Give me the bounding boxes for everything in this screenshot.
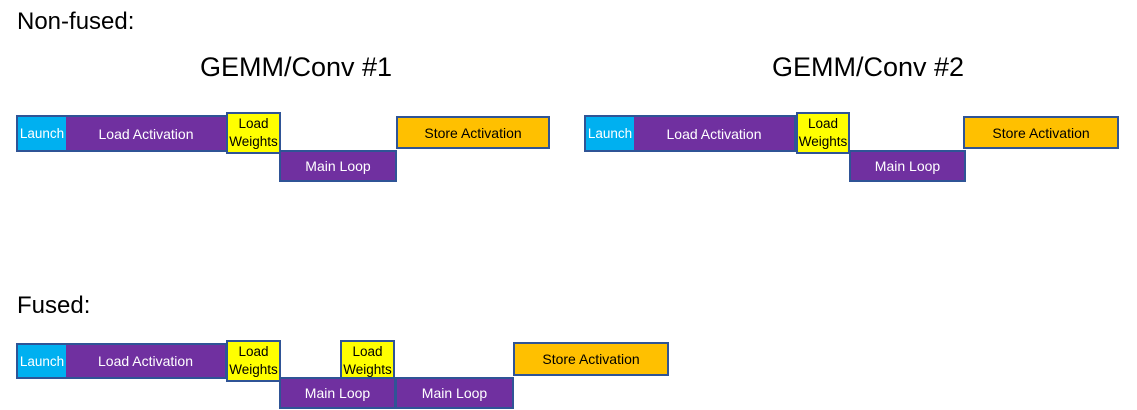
fused-main-loop-1-bar: Main Loop [279,377,396,409]
kernel-title-gemm1: GEMM/Conv #1 [199,52,393,82]
nf1-load-weights-bar: Load Weights [226,112,281,154]
fused-load-weights-1-bar: Load Weights [226,340,281,382]
fused-launch-bar: Launch [18,345,66,377]
nf2-launch-load-row: Launch Load Activation [584,115,796,152]
fused-launch-load-row: Launch Load Activation [16,343,227,379]
fused-section-label: Fused: [17,292,91,319]
nf1-store-activation-bar: Store Activation [396,116,550,149]
non-fused-section-label: Non-fused: [17,8,135,35]
nf2-main-loop-bar: Main Loop [849,150,966,182]
nf1-load-activation-bar: Load Activation [66,117,226,150]
nf2-launch-bar: Launch [586,117,634,150]
fused-load-weights-2-bar: Load Weights [340,340,395,382]
nf2-store-activation-bar: Store Activation [963,116,1119,149]
nf1-launch-bar: Launch [18,117,66,150]
nf1-launch-load-row: Launch Load Activation [16,115,228,152]
fused-load-activation-bar: Load Activation [66,345,225,377]
kernel-title-gemm2: GEMM/Conv #2 [771,52,965,82]
nf2-load-weights-bar: Load Weights [796,112,850,154]
fused-store-activation-bar: Store Activation [513,342,669,376]
fused-main-loop-2-bar: Main Loop [395,377,514,409]
nf2-load-activation-bar: Load Activation [634,117,794,150]
nf1-main-loop-bar: Main Loop [279,150,397,182]
